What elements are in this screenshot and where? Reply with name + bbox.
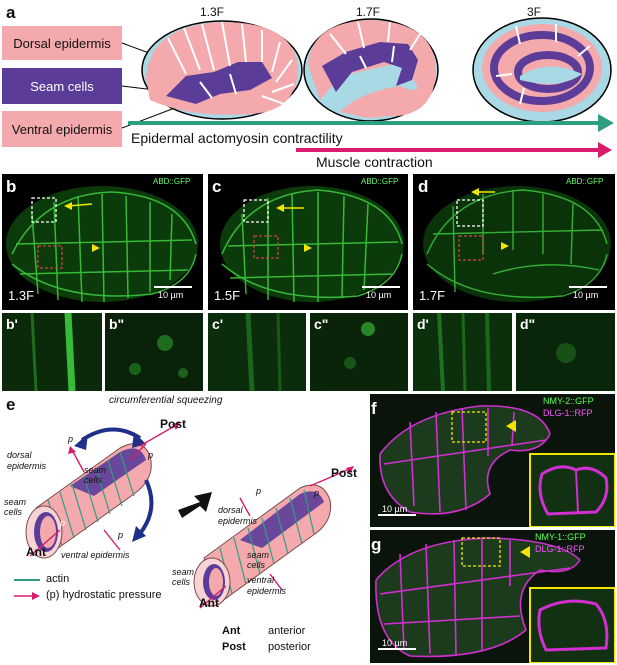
embryo-3f xyxy=(472,17,612,123)
embryo-1-3f xyxy=(141,20,303,120)
panel-g-letter: g xyxy=(371,535,382,554)
legend-post-value: posterior xyxy=(268,641,311,653)
legend-post-key: Post xyxy=(222,641,246,653)
stage-label-c: 1.5F xyxy=(214,288,241,303)
stage-label-b: 1.3F xyxy=(8,288,35,303)
scale-bar-g xyxy=(378,648,416,650)
ventral-epidermis-label: Ventral epidermis xyxy=(2,111,122,147)
dorsal-epidermis-text-1: dorsal epidermis xyxy=(7,450,47,471)
ventral-epidermis-text-2: ventral epidermis xyxy=(247,575,287,596)
zoom-d2 xyxy=(516,313,615,391)
marker-g-2: DLG-1::RFP xyxy=(535,544,585,554)
micrograph-d: 1.7F 10 µm xyxy=(413,174,615,310)
legend-ant-key: Ant xyxy=(222,625,241,637)
zoom-label-b1: b' xyxy=(6,316,18,332)
panel-a-letter: a xyxy=(6,3,16,22)
zoom-label-d2: d" xyxy=(520,316,536,332)
seam-cells-text-2b: seam cells xyxy=(247,550,270,570)
panel-d-letter: d xyxy=(418,177,429,196)
pressure-p-1: p xyxy=(68,434,74,444)
marker-f-1: NMY-2::GFP xyxy=(543,396,594,406)
panel-b-letter: b xyxy=(6,177,17,196)
pressure-p-4: p xyxy=(118,530,124,540)
seam-cells-text-1a: seam cells xyxy=(4,497,27,517)
marker-label-d: ABD::GFP xyxy=(566,177,604,186)
scale-text-g: 10 µm xyxy=(382,638,408,648)
scale-text-d: 10 µm xyxy=(573,290,599,300)
embryo-schematics xyxy=(121,17,614,158)
ventral-epidermis-text-1: ventral epidermis xyxy=(61,550,130,560)
pressure-p-5: p xyxy=(256,486,262,496)
ant-label-1: Ant xyxy=(26,545,46,559)
scale-bar-f xyxy=(378,514,416,516)
zoom-label-c1: c' xyxy=(212,316,224,332)
micrograph-b: ABD::GFP 1.3F 10 µm xyxy=(2,174,203,310)
zoom-c2 xyxy=(310,313,408,391)
seam-cells-text-2a: seam cells xyxy=(172,567,195,587)
panel-e-letter: e xyxy=(6,395,16,414)
marker-f-2: DLG-1::RFP xyxy=(543,408,593,418)
micrograph-f: 10 µm xyxy=(370,394,615,527)
legend-ant-value: anterior xyxy=(268,625,306,637)
scale-text-b: 10 µm xyxy=(158,290,184,300)
pressure-p-3: p xyxy=(60,518,66,528)
zoom-c1 xyxy=(208,313,306,391)
stage-label-1: 1.3F xyxy=(200,5,225,19)
dorsal-epidermis-label: Dorsal epidermis xyxy=(2,26,122,60)
actomyosin-arrow-label: Epidermal actomyosin contractility xyxy=(131,130,343,146)
zoom-b2 xyxy=(105,313,203,391)
zoom-label-b2: b" xyxy=(109,316,125,332)
seam-cells-text-1b: seam cells xyxy=(84,465,107,485)
zoom-b1 xyxy=(2,313,102,391)
muscle-arrow-label: Muscle contraction xyxy=(316,154,433,170)
marker-label-c: ABD::GFP xyxy=(361,177,399,186)
panel-f-letter: f xyxy=(371,399,377,418)
panel-c-letter: c xyxy=(212,177,222,196)
scale-bar-c xyxy=(362,286,400,288)
zoom-d1 xyxy=(413,313,512,391)
scale-bar-d xyxy=(569,286,607,288)
pressure-p-6: p xyxy=(314,488,320,498)
scale-text-f: 10 µm xyxy=(382,504,408,514)
marker-label-b: ABD::GFP xyxy=(153,177,191,186)
zoom-label-d1: d' xyxy=(417,316,429,332)
zoom-label-c2: c" xyxy=(314,316,329,332)
post-label-2: Post xyxy=(331,466,358,480)
dorsal-epidermis-text-2: dorsal epidermis xyxy=(218,505,258,526)
stage-label-3: 3F xyxy=(527,5,542,19)
legend-pressure: (p) hydrostatic pressure xyxy=(46,589,162,601)
marker-g-1: NMY-1::GFP xyxy=(535,532,586,542)
cylinder-schematic xyxy=(14,422,354,609)
micrograph-c: 1.5F 10 µm xyxy=(208,174,408,310)
ant-label-2: Ant xyxy=(199,596,219,610)
pressure-p-2: p xyxy=(148,450,154,460)
legend-actin: actin xyxy=(46,573,70,585)
stage-label-2: 1.7F xyxy=(356,5,381,19)
post-label-1: Post xyxy=(160,417,187,431)
seam-cells-label: Seam cells xyxy=(2,68,122,104)
micrograph-g: 10 µm xyxy=(370,530,615,663)
squeeze-label: circumferential squeezing xyxy=(109,395,223,406)
scale-bar-b xyxy=(154,286,192,288)
embryo-1-7f xyxy=(303,18,439,122)
stage-label-d: 1.7F xyxy=(419,288,446,303)
scale-text-c: 10 µm xyxy=(366,290,392,300)
